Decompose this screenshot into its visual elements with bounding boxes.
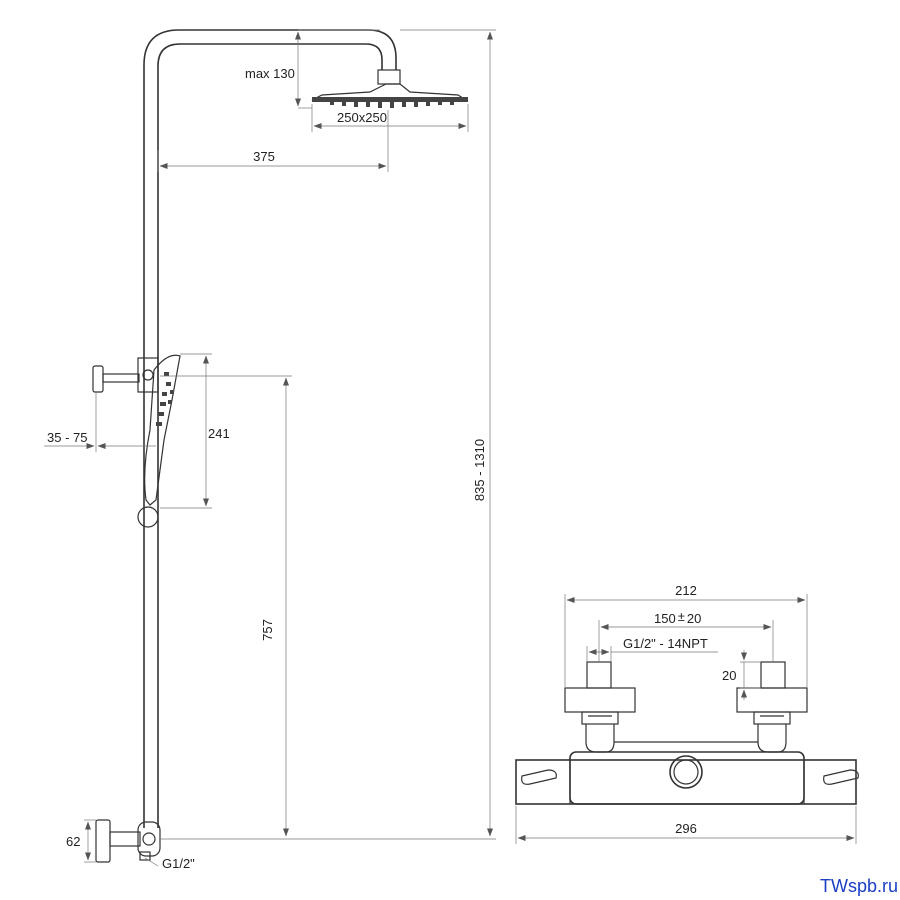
mixer-body [515, 751, 859, 805]
shower-head [311, 69, 469, 108]
center-distance-value: 150 [654, 611, 676, 626]
watermark: TWspb.ru [820, 876, 898, 896]
hand-shower [137, 354, 181, 528]
total-height-label: 835 - 1310 [472, 439, 487, 501]
hand-shower-label: 241 [208, 426, 230, 441]
thread-label: G1/2" - 14NPT [623, 636, 708, 651]
center-distance-label: 150±20 [654, 609, 701, 626]
riser-pipe-inner [157, 43, 383, 828]
overall-width-label: 212 [675, 583, 697, 598]
shower-column [92, 29, 469, 863]
holder-height-label: 757 [260, 619, 275, 641]
left-connector [564, 661, 636, 753]
dimensions-left [44, 29, 496, 867]
tolerance-symbol: ± [678, 609, 685, 624]
labels-left: max 130 250x250 375 35 - 75 241 757 835 … [47, 66, 487, 871]
tolerance-value: 20 [687, 611, 701, 626]
riser-pipe [143, 29, 397, 828]
arm-reach-label: 375 [253, 149, 275, 164]
head-height-label: max 130 [245, 66, 295, 81]
body-width-label: 296 [675, 821, 697, 836]
wall-bracket-upper [92, 357, 159, 393]
slider-knob [137, 506, 159, 528]
bottom-connector [95, 819, 161, 863]
bottom-thread-label: G1/2" [162, 856, 195, 871]
bottom-height-label: 62 [66, 834, 80, 849]
connector-label: 20 [722, 668, 736, 683]
right-connector [736, 661, 808, 753]
dimensions-mixer [515, 594, 857, 844]
thermostatic-mixer [515, 661, 859, 805]
wall-offset-label: 35 - 75 [47, 430, 87, 445]
head-size-label: 250x250 [337, 110, 387, 125]
labels-mixer: 212 150±20 G1/2" - 14NPT 20 296 [623, 583, 736, 836]
